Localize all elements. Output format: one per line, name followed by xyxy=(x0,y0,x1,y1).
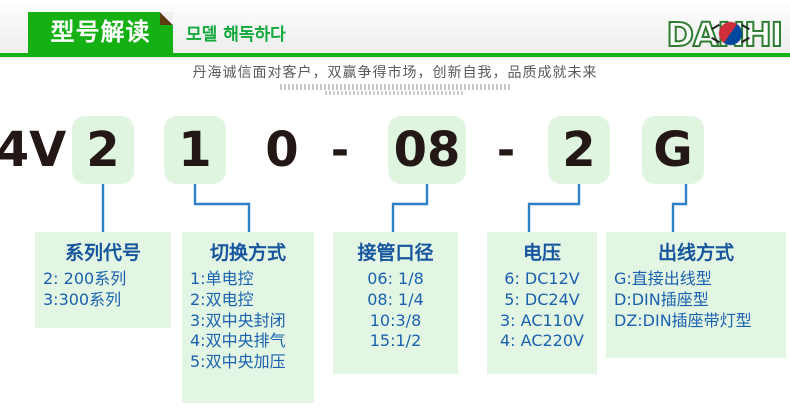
tab-corner-fold-icon xyxy=(160,12,173,25)
section-tab-label: 型号解读 xyxy=(50,18,151,46)
korean-flag-icon xyxy=(710,22,750,45)
legend-title-voltage: 电压 xyxy=(522,242,561,264)
legend-line: 2: 200系列 xyxy=(43,269,127,288)
connector-outlet-type xyxy=(671,184,688,232)
legend-box-switch-type: 切换方式 1:单电控 2:双电控 3:双中央封闭 4:双中央排气 5:双中央加压 xyxy=(182,232,314,403)
connector-voltage xyxy=(527,184,581,232)
legend-line: 3:300系列 xyxy=(43,289,122,309)
legend-line: G:直接出线型 xyxy=(614,269,712,288)
legend-line: 2:双电控 xyxy=(190,289,254,309)
legend-box-voltage: 电压 6: DC12V 5: DC24V 3: AC110V 4: AC220V xyxy=(487,232,597,374)
model-code-row: 4V 2 1 0 - 08 - 2 G xyxy=(0,116,790,184)
code-segment-series[interactable]: 2 xyxy=(72,116,134,184)
connector-switch-type xyxy=(193,184,251,232)
legend-line: 10:3/8 xyxy=(369,310,422,330)
legend-line: 15:1/2 xyxy=(369,331,422,351)
legend-line: 3:双中央封闭 xyxy=(190,310,286,330)
code-segment-port-size[interactable]: 08 xyxy=(388,116,466,184)
code-segment-series-prefix: 4V xyxy=(0,122,67,178)
slogan-decoration-bottom xyxy=(325,91,465,95)
code-segment-voltage[interactable]: 2 xyxy=(548,116,610,184)
legend-line: 5: DC24V xyxy=(504,289,580,309)
legend-box-outlet-type: 出线方式 G:直接出线型 D:DIN插座型 DZ:DIN插座带灯型 xyxy=(606,232,786,358)
legend-line: 08: 1/4 xyxy=(367,289,424,309)
brand-logo: DANHI xyxy=(666,15,784,55)
header-divider xyxy=(0,53,790,57)
page-header: 型号解读 모델 해독하다 DANHI xyxy=(0,0,790,58)
legend-box-port-size: 接管口径 06: 1/8 08: 1/4 10:3/8 15:1/2 xyxy=(333,232,458,374)
legend-title-switch-type: 切换方式 xyxy=(209,242,286,264)
code-dash-2: - xyxy=(496,124,516,176)
legend-line: 1:单电控 xyxy=(190,269,254,288)
code-segment-outlet-type[interactable]: G xyxy=(642,116,704,184)
slogan-decoration-top xyxy=(280,84,510,90)
legend-line: 4: AC220V xyxy=(500,331,584,351)
section-tab-subtitle: 모델 해독하다 xyxy=(186,25,286,45)
connector-port-size xyxy=(391,184,429,232)
legend-title-outlet-type: 出线方式 xyxy=(657,242,734,264)
legend-line: 3: AC110V xyxy=(500,310,584,330)
legend-line: 06: 1/8 xyxy=(367,269,424,288)
legend-line: 4:双中央排气 xyxy=(190,331,286,351)
code-segment-switch-type[interactable]: 1 xyxy=(164,116,226,184)
section-tab: 型号解读 xyxy=(28,12,173,53)
legend-box-series: 系列代号 2: 200系列 3:300系列 xyxy=(35,232,171,328)
legend-line: 6: DC12V xyxy=(504,269,580,288)
legend-title-series: 系列代号 xyxy=(64,242,141,264)
legend-line: D:DIN插座型 xyxy=(614,289,709,309)
code-dash-1: - xyxy=(330,124,350,176)
code-segment-zero: 0 xyxy=(265,122,299,178)
company-slogan: 丹海诚信面对客户，双赢争得市场，创新自我，品质成就未来 xyxy=(192,65,598,81)
legend-title-port-size: 接管口径 xyxy=(357,242,434,264)
legend-line: 5:双中央加压 xyxy=(190,352,286,372)
legend-line: DZ:DIN插座带灯型 xyxy=(614,310,752,330)
